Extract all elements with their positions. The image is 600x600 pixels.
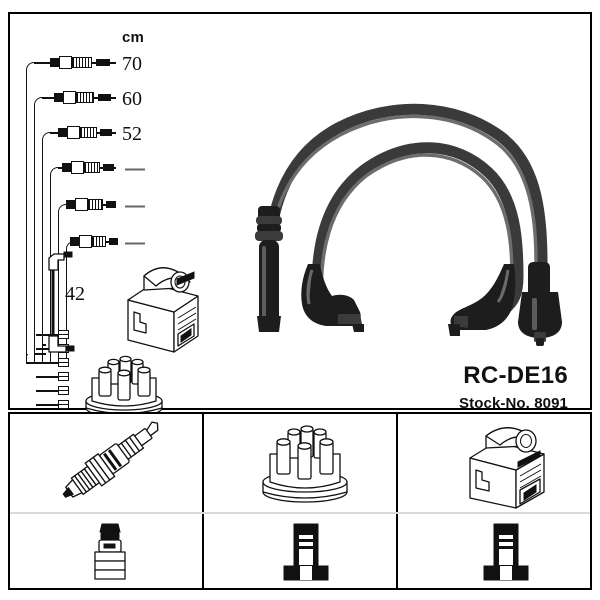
scale-unit-label: cm bbox=[122, 29, 145, 46]
photo-plug-boot-left bbox=[255, 206, 283, 332]
ignition-coil-icon bbox=[462, 424, 554, 509]
coil-lead-length-label: 42 bbox=[65, 283, 85, 305]
length-label-lead-3: 52 bbox=[122, 123, 142, 145]
photo-connector-right bbox=[518, 262, 562, 346]
distributor-cap-diagram bbox=[82, 355, 166, 420]
product-title: RC-DE16 bbox=[463, 362, 568, 389]
photo-angled-boot-left bbox=[301, 264, 364, 332]
component-grid-panel bbox=[8, 412, 592, 590]
length-label-lead-2: 60 bbox=[122, 88, 142, 110]
length-label-lead-1: 70 bbox=[122, 53, 142, 75]
distributor-terminal-4 bbox=[58, 372, 69, 381]
ignition-coil-diagram bbox=[120, 262, 206, 354]
wire-set-photo bbox=[242, 66, 592, 356]
main-diagram-panel: cm 70 60 52 — — — 42 bbox=[8, 12, 592, 418]
length-label-lead-6: — bbox=[125, 232, 145, 254]
distributor-cap-connector-icon bbox=[278, 522, 334, 584]
photo-angled-boot-right bbox=[448, 264, 516, 336]
spark-plug-connector-icon bbox=[88, 522, 132, 584]
distributor-terminal-5 bbox=[58, 386, 69, 395]
ignition-coil-connector-icon bbox=[478, 522, 534, 584]
distributor-cap-icon bbox=[258, 424, 352, 508]
grid-divider-row bbox=[10, 512, 590, 514]
distributor-terminal-3 bbox=[58, 358, 69, 367]
title-block: RC-DE16 Stock-No. 8091 bbox=[459, 362, 568, 412]
distributor-terminal-1 bbox=[58, 330, 69, 339]
spark-plug-icon bbox=[48, 421, 176, 508]
distributor-terminal-6 bbox=[58, 400, 69, 409]
length-label-lead-4: — bbox=[125, 158, 145, 180]
grid-divider-2 bbox=[396, 414, 398, 588]
grid-divider-1 bbox=[202, 414, 204, 588]
length-label-lead-5: — bbox=[125, 195, 145, 217]
stock-number: Stock-No. 8091 bbox=[459, 395, 568, 412]
